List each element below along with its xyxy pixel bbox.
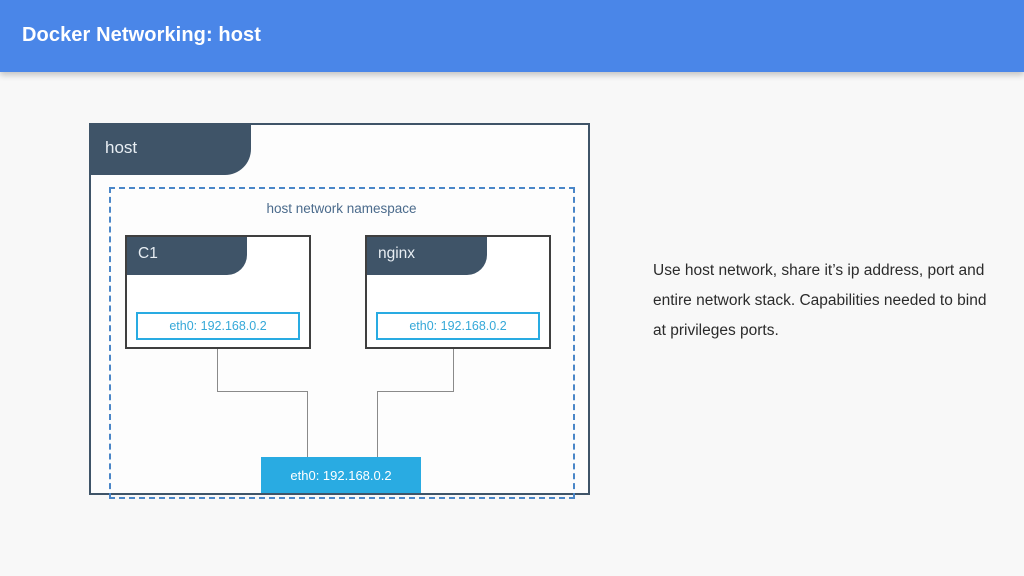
host-tab-label: host <box>105 138 138 157</box>
page-title: Docker Networking: host <box>22 24 261 46</box>
connector-nginx-vertical-lower <box>377 391 378 461</box>
connector-nginx-horizontal <box>377 391 454 392</box>
interface-label-nginx: eth0: 192.168.0.2 <box>409 319 507 333</box>
interface-label-c1: eth0: 192.168.0.2 <box>169 319 267 333</box>
host-interface-box: eth0: 192.168.0.2 <box>261 457 421 493</box>
host-box: host host network namespace C1 eth0: 192… <box>89 123 590 499</box>
host-tab: host <box>91 125 251 175</box>
container-box-c1: C1 eth0: 192.168.0.2 <box>125 235 311 349</box>
docker-host-network-diagram: host host network namespace C1 eth0: 192… <box>89 123 590 499</box>
connector-c1-vertical-lower <box>307 391 308 461</box>
interface-box-c1: eth0: 192.168.0.2 <box>136 312 300 340</box>
container-name-c1: C1 <box>138 245 158 262</box>
container-tab-nginx: nginx <box>367 237 487 275</box>
host-interface-label: eth0: 192.168.0.2 <box>290 467 392 483</box>
description-text: Use host network, share it’s ip address,… <box>653 262 987 339</box>
connector-c1-horizontal <box>217 391 307 392</box>
container-name-nginx: nginx <box>378 245 416 262</box>
connector-nginx-vertical-upper <box>453 349 454 391</box>
host-network-namespace-box <box>109 187 575 499</box>
host-network-namespace-label: host network namespace <box>266 201 417 216</box>
container-box-nginx: nginx eth0: 192.168.0.2 <box>365 235 551 349</box>
connector-c1-vertical-upper <box>217 349 218 391</box>
header-bar: Docker Networking: host <box>0 0 1024 72</box>
interface-box-nginx: eth0: 192.168.0.2 <box>376 312 540 340</box>
container-tab-c1: C1 <box>127 237 247 275</box>
